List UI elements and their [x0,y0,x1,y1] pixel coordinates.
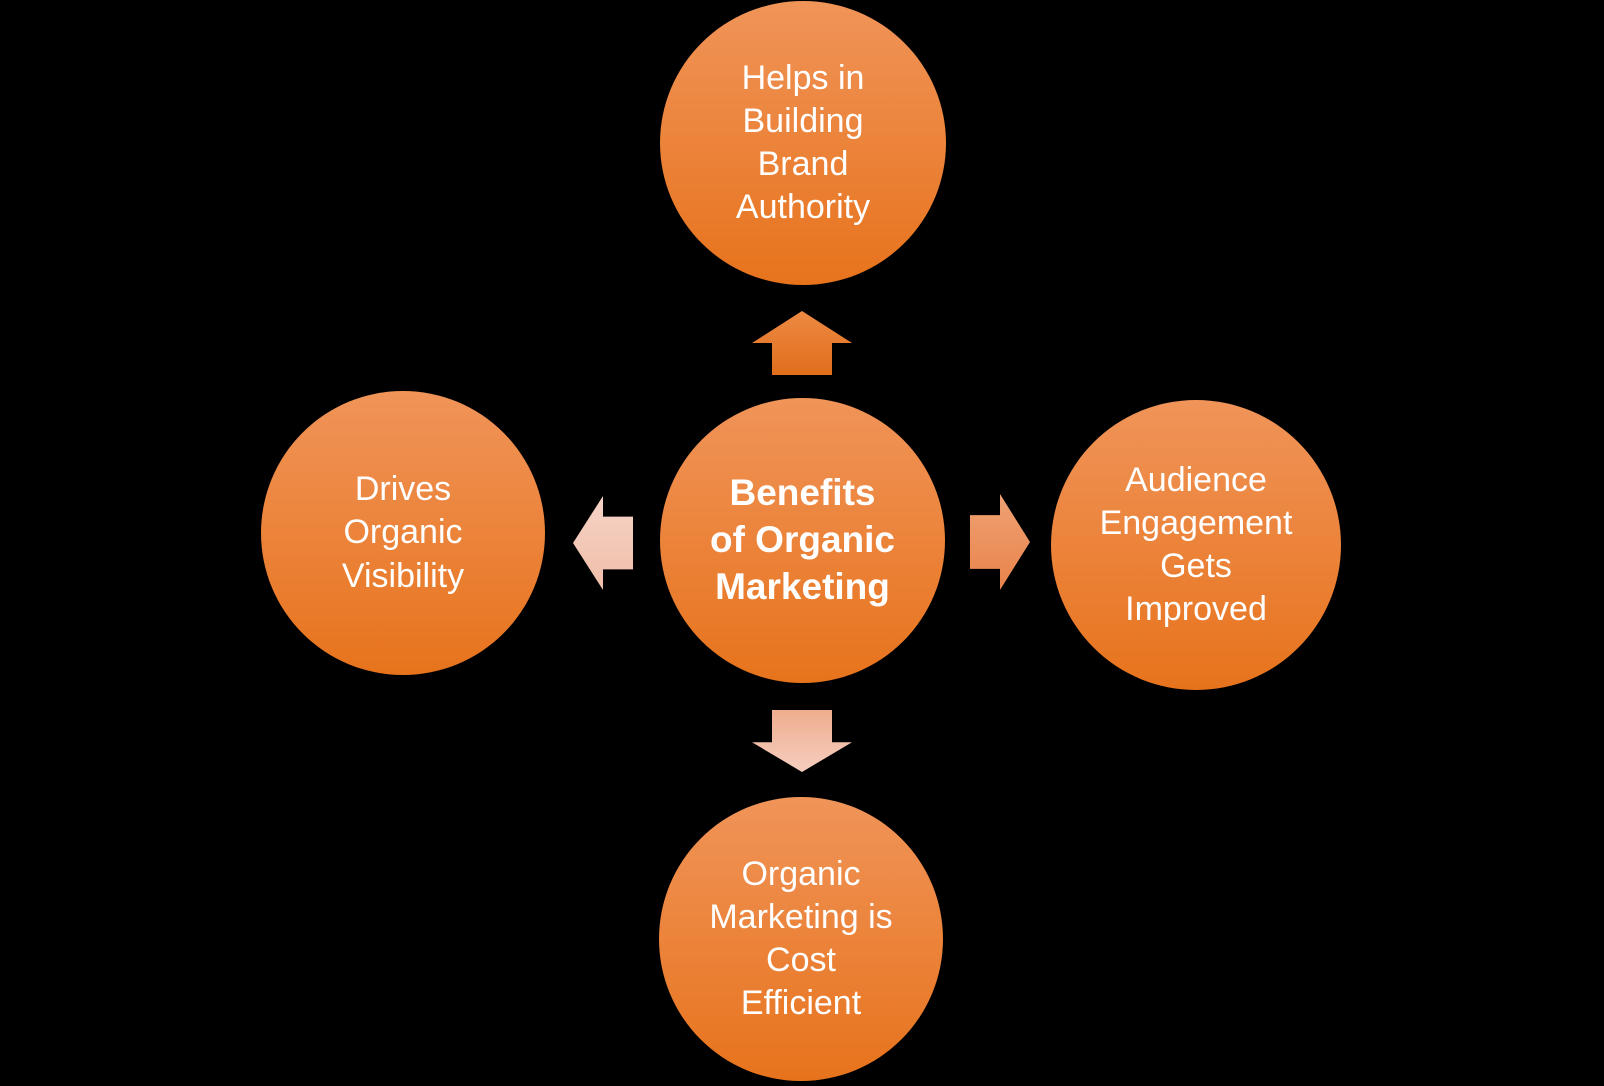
node-organic-visibility-label: Drives Organic Visibility [341,470,465,595]
node-brand-authority: Helps in Building Brand Authority [660,1,946,285]
right-arrow-icon [970,494,1030,590]
node-center: Benefits of Organic Marketing [660,398,945,683]
node-cost-efficient: Organic Marketing is Cost Efficient [659,797,943,1081]
node-organic-visibility: Drives Organic Visibility [261,391,545,675]
left-arrow-icon [573,496,633,590]
node-center-label: Benefits of Organic Marketing [709,472,896,607]
node-audience-engagement-label: Audience Engagement Gets Improved [1099,460,1293,629]
up-arrow-icon [752,311,852,375]
node-cost-efficient-label: Organic Marketing is Cost Efficient [709,854,893,1023]
down-arrow-icon [752,710,852,772]
node-brand-authority-label: Helps in Building Brand Authority [735,58,871,227]
node-audience-engagement: Audience Engagement Gets Improved [1051,400,1341,690]
